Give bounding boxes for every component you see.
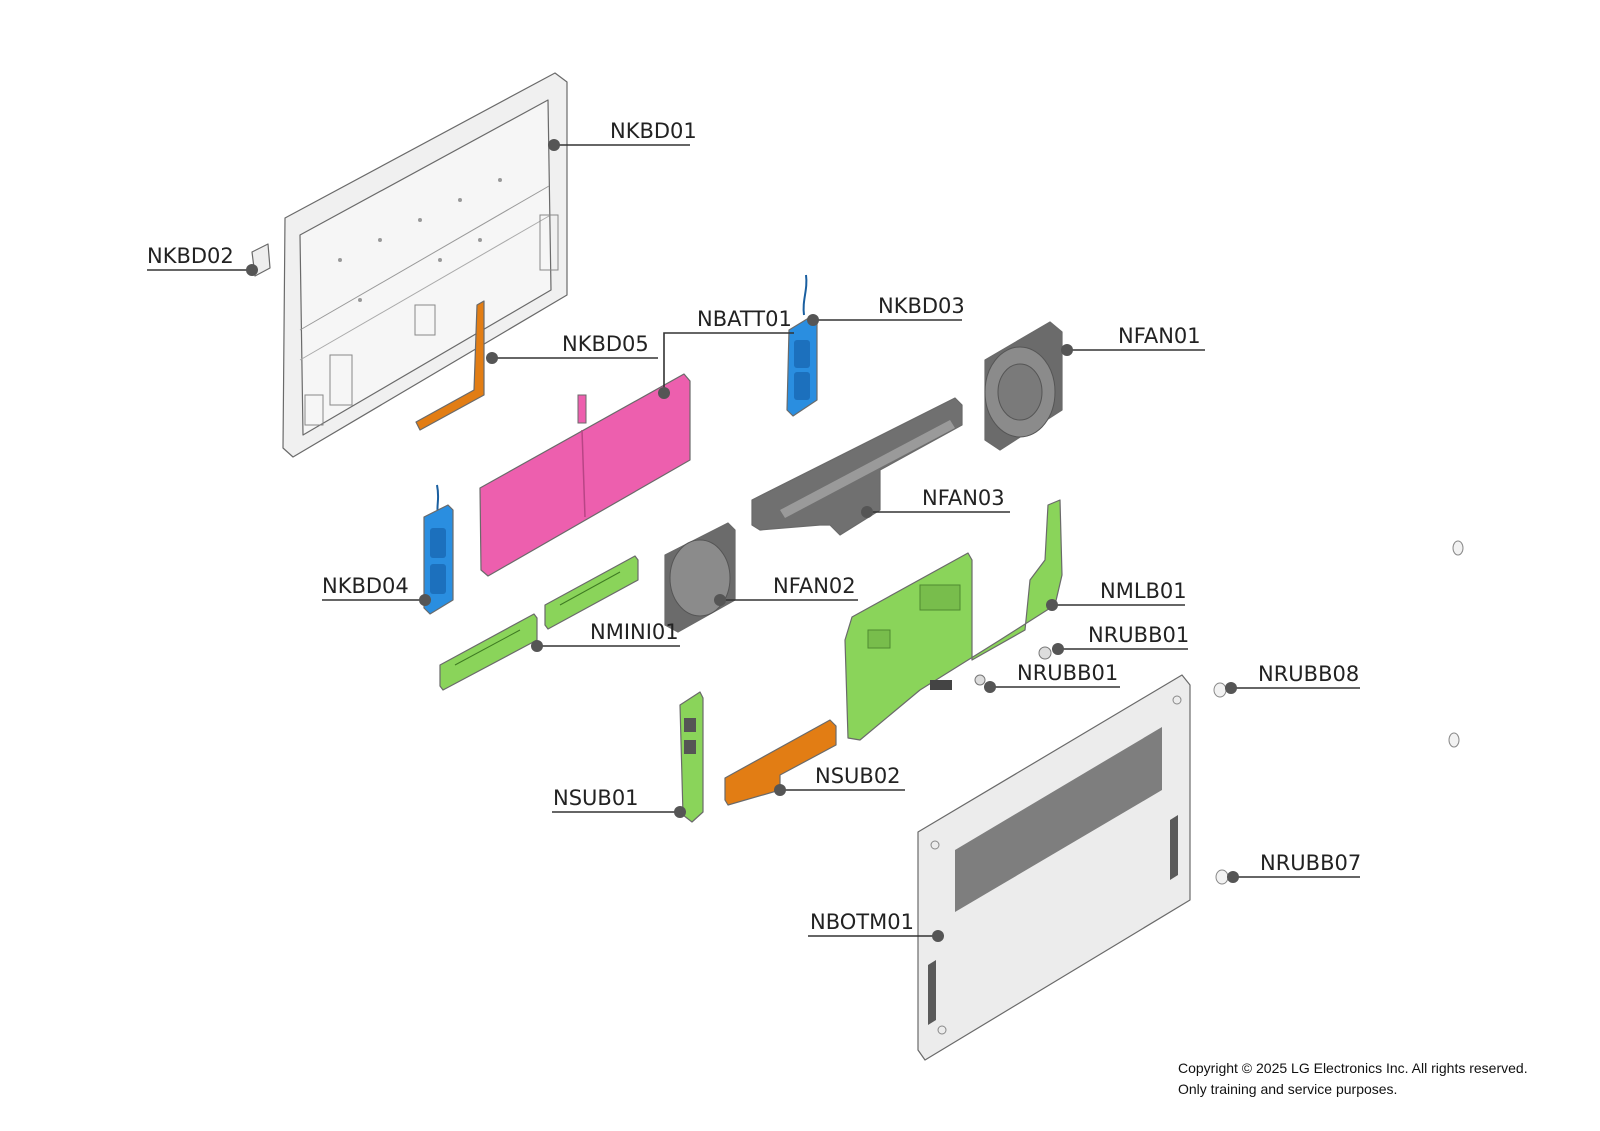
label-nrubb01-b: NRUBB01: [1017, 661, 1118, 685]
callout-nsub01: NSUB01: [552, 786, 686, 818]
callout-nfan01: NFAN01: [1061, 324, 1205, 356]
label-nkbd02: NKBD02: [147, 244, 234, 268]
callout-nbatt01: NBATT01: [658, 307, 794, 399]
label-nbotm01: NBOTM01: [810, 910, 914, 934]
speaker-right-nkbd03: [786, 274, 818, 417]
callout-nfan03: NFAN03: [861, 486, 1010, 518]
callout-nkbd03: NKBD03: [807, 294, 965, 326]
callout-nkbd05: NKBD05: [486, 332, 658, 364]
callout-nkbd01: NKBD01: [548, 119, 697, 151]
callout-nrubb07: NRUBB07: [1227, 851, 1361, 883]
copyright-line-1: Copyright © 2025 LG Electronics Inc. All…: [1178, 1060, 1528, 1076]
fan-nfan01: [984, 321, 1063, 451]
callout-nrubb01-a: NRUBB01: [1052, 623, 1189, 655]
label-nrubb07: NRUBB07: [1260, 851, 1361, 875]
battery-nbatt01: [479, 373, 691, 577]
label-nrubb08: NRUBB08: [1258, 662, 1359, 686]
callout-nkbd04: NKBD04: [322, 574, 431, 606]
heatpipe-nfan03: [751, 397, 963, 536]
copyright-line-2: Only training and service purposes.: [1178, 1081, 1398, 1097]
label-nmlb01: NMLB01: [1100, 579, 1187, 603]
callout-nrubb01-b: NRUBB01: [984, 661, 1120, 693]
label-nrubb01-a: NRUBB01: [1088, 623, 1189, 647]
bottom-cover-nbotm01: [917, 674, 1191, 1061]
mainboard-nmlb01: [844, 499, 1063, 741]
copyright-notice: Copyright © 2025 LG Electronics Inc. All…: [1178, 1058, 1528, 1100]
speaker-left-nkbd04: [423, 484, 454, 615]
label-nkbd04: NKBD04: [322, 574, 409, 598]
keyboard-top-case: [282, 72, 568, 458]
sub-flex-cable-nsub02: [724, 719, 837, 806]
callout-nmini01: NMINI01: [531, 620, 680, 652]
rubber-feet-parts: [1213, 540, 1464, 885]
label-nmini01: NMINI01: [590, 620, 679, 644]
label-nsub01: NSUB01: [553, 786, 639, 810]
label-nfan01: NFAN01: [1118, 324, 1201, 348]
callout-nrubb08: NRUBB08: [1225, 662, 1360, 694]
label-nkbd03: NKBD03: [878, 294, 965, 318]
callout-nmlb01: NMLB01: [1046, 579, 1187, 611]
callout-nbotm01: NBOTM01: [808, 910, 944, 942]
fan-nfan02: [664, 522, 736, 633]
keyboard-flex-cable-nkbd05: [415, 300, 485, 431]
label-nsub02: NSUB02: [815, 764, 901, 788]
sub-board-nsub01: [679, 691, 704, 823]
ssd-cards-nmini01: [439, 555, 639, 691]
callout-nfan02: NFAN02: [714, 574, 858, 606]
callout-nkbd02: NKBD02: [147, 244, 258, 276]
label-nfan02: NFAN02: [773, 574, 856, 598]
callout-nsub02: NSUB02: [774, 764, 905, 796]
rubber-nrubb01-parts: [974, 646, 1052, 686]
label-nkbd01: NKBD01: [610, 119, 697, 143]
label-nbatt01: NBATT01: [697, 307, 792, 331]
label-nfan03: NFAN03: [922, 486, 1005, 510]
label-nkbd05: NKBD05: [562, 332, 649, 356]
